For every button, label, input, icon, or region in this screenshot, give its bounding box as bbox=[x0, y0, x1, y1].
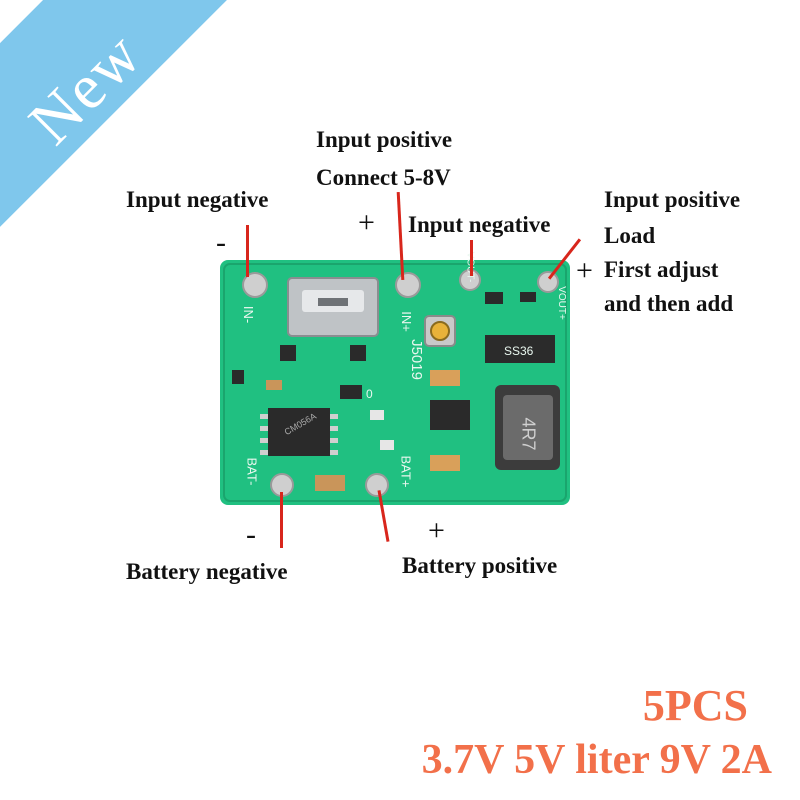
pad-in-plus bbox=[395, 272, 421, 298]
sign-minus-bottom: - bbox=[246, 518, 256, 551]
silk-in-minus: IN- bbox=[241, 305, 257, 324]
label-first-adjust: First adjust bbox=[604, 257, 719, 282]
sign-plus-top-mid: + bbox=[358, 206, 375, 239]
silk-bat-plus: BAT+ bbox=[398, 455, 414, 488]
ic-chip bbox=[268, 408, 330, 456]
sign-plus-bottom: + bbox=[428, 514, 445, 547]
silk-inductor: 4R7 bbox=[518, 417, 539, 451]
silk-vout-plus: VOUT+ bbox=[555, 286, 567, 320]
sign-plus-right: + bbox=[576, 254, 593, 287]
pointer-battery-negative bbox=[280, 492, 283, 548]
promo-spec: 3.7V 5V liter 9V 2A bbox=[421, 737, 772, 783]
label-connect-voltage: Connect 5-8V bbox=[316, 165, 451, 190]
label-battery-negative: Battery negative bbox=[126, 559, 288, 584]
pcb-board bbox=[220, 260, 570, 505]
label-load: Load bbox=[604, 223, 656, 248]
pad-in-minus bbox=[242, 272, 268, 298]
silk-board-id: J5019 bbox=[407, 339, 425, 380]
pointer-input-negative-left bbox=[246, 225, 249, 277]
pad-bat-plus bbox=[365, 473, 389, 497]
label-then-add: and then add bbox=[604, 291, 734, 316]
label-input-positive-right: Input positive bbox=[604, 187, 741, 212]
silk-diode: SS36 bbox=[504, 344, 534, 358]
promo-quantity: 5PCS bbox=[642, 681, 748, 730]
sign-minus-top-left: - bbox=[216, 226, 226, 259]
pad-vout-plus bbox=[537, 271, 559, 293]
new-badge: New bbox=[0, 0, 300, 300]
silk-in-plus: IN+ bbox=[398, 311, 414, 332]
silk-bat-minus: BAT- bbox=[244, 457, 260, 486]
label-input-positive-top: Input positive bbox=[316, 127, 453, 152]
label-input-negative-mid: Input negative bbox=[408, 212, 551, 237]
label-input-negative-left: Input negative bbox=[126, 187, 269, 212]
pointer-input-negative-mid bbox=[470, 240, 473, 276]
label-battery-positive: Battery positive bbox=[402, 553, 558, 578]
diode-ss36 bbox=[485, 335, 555, 363]
silk-pot-value: 0 bbox=[366, 387, 373, 401]
